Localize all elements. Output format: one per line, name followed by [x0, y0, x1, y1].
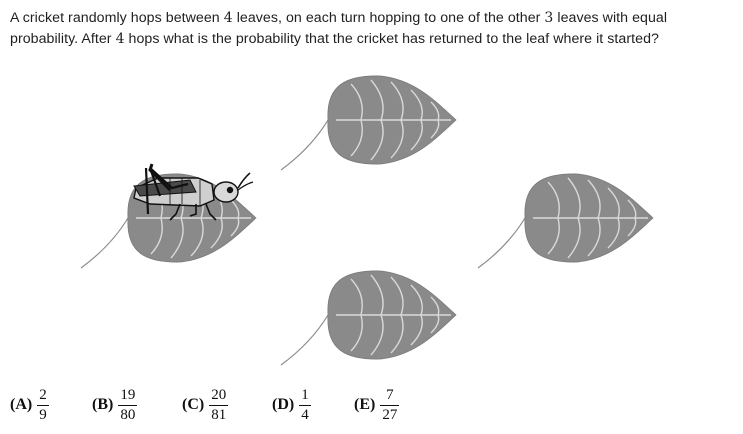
question-part-3: leaves with equal probability. After	[10, 10, 668, 47]
denominator: 27	[382, 406, 398, 423]
leaf-right	[477, 173, 654, 269]
denominator: 81	[211, 406, 227, 423]
leaf-top	[280, 75, 457, 171]
choice-label: (C)	[182, 396, 205, 413]
choice-a[interactable]: (A) 2 9	[10, 380, 49, 430]
fraction: 19 80	[118, 386, 138, 424]
question-part-2: leaves, on each turn hopping to one of t…	[232, 10, 545, 26]
question-part-1: A cricket randomly hops between	[10, 10, 224, 26]
choice-c[interactable]: (C) 20 81	[182, 380, 229, 430]
fraction-bar	[209, 404, 229, 406]
numerator: 7	[386, 386, 394, 403]
leaf-left	[80, 173, 257, 269]
choice-label: (E)	[354, 396, 376, 413]
hop-count: 4	[115, 31, 125, 47]
fraction-bar	[299, 404, 311, 406]
choice-e[interactable]: (E) 7 27	[354, 380, 400, 430]
numerator: 20	[211, 386, 227, 403]
fraction-bar	[37, 404, 49, 406]
fraction: 2 9	[37, 386, 49, 424]
other-leaf-count: 3	[544, 10, 554, 26]
denominator: 4	[301, 406, 309, 423]
choice-b[interactable]: (B) 19 80	[92, 380, 138, 430]
denominator: 80	[120, 406, 136, 423]
fraction-bar	[380, 404, 400, 406]
denominator: 9	[39, 406, 47, 423]
choice-label: (D)	[272, 396, 295, 413]
numerator: 19	[120, 386, 136, 403]
answer-choices: (A) 2 9 (B) 19 80 (C) 20 81 (D) 1 4 (E)	[0, 380, 743, 430]
question-part-4: hops what is the probability that the cr…	[124, 31, 659, 47]
choice-label: (A)	[10, 396, 33, 413]
choice-label: (B)	[92, 396, 114, 413]
fraction: 1 4	[299, 386, 311, 424]
fraction: 20 81	[209, 386, 229, 424]
fraction-bar	[118, 404, 138, 406]
question-text: A cricket randomly hops between 4 leaves…	[10, 8, 735, 50]
leaf-bottom	[280, 270, 457, 366]
fraction: 7 27	[380, 386, 400, 424]
numerator: 2	[39, 386, 47, 403]
leaf-count: 4	[223, 10, 233, 26]
cricket-icon	[133, 163, 254, 221]
numerator: 1	[301, 386, 309, 403]
choice-d[interactable]: (D) 1 4	[272, 380, 311, 430]
